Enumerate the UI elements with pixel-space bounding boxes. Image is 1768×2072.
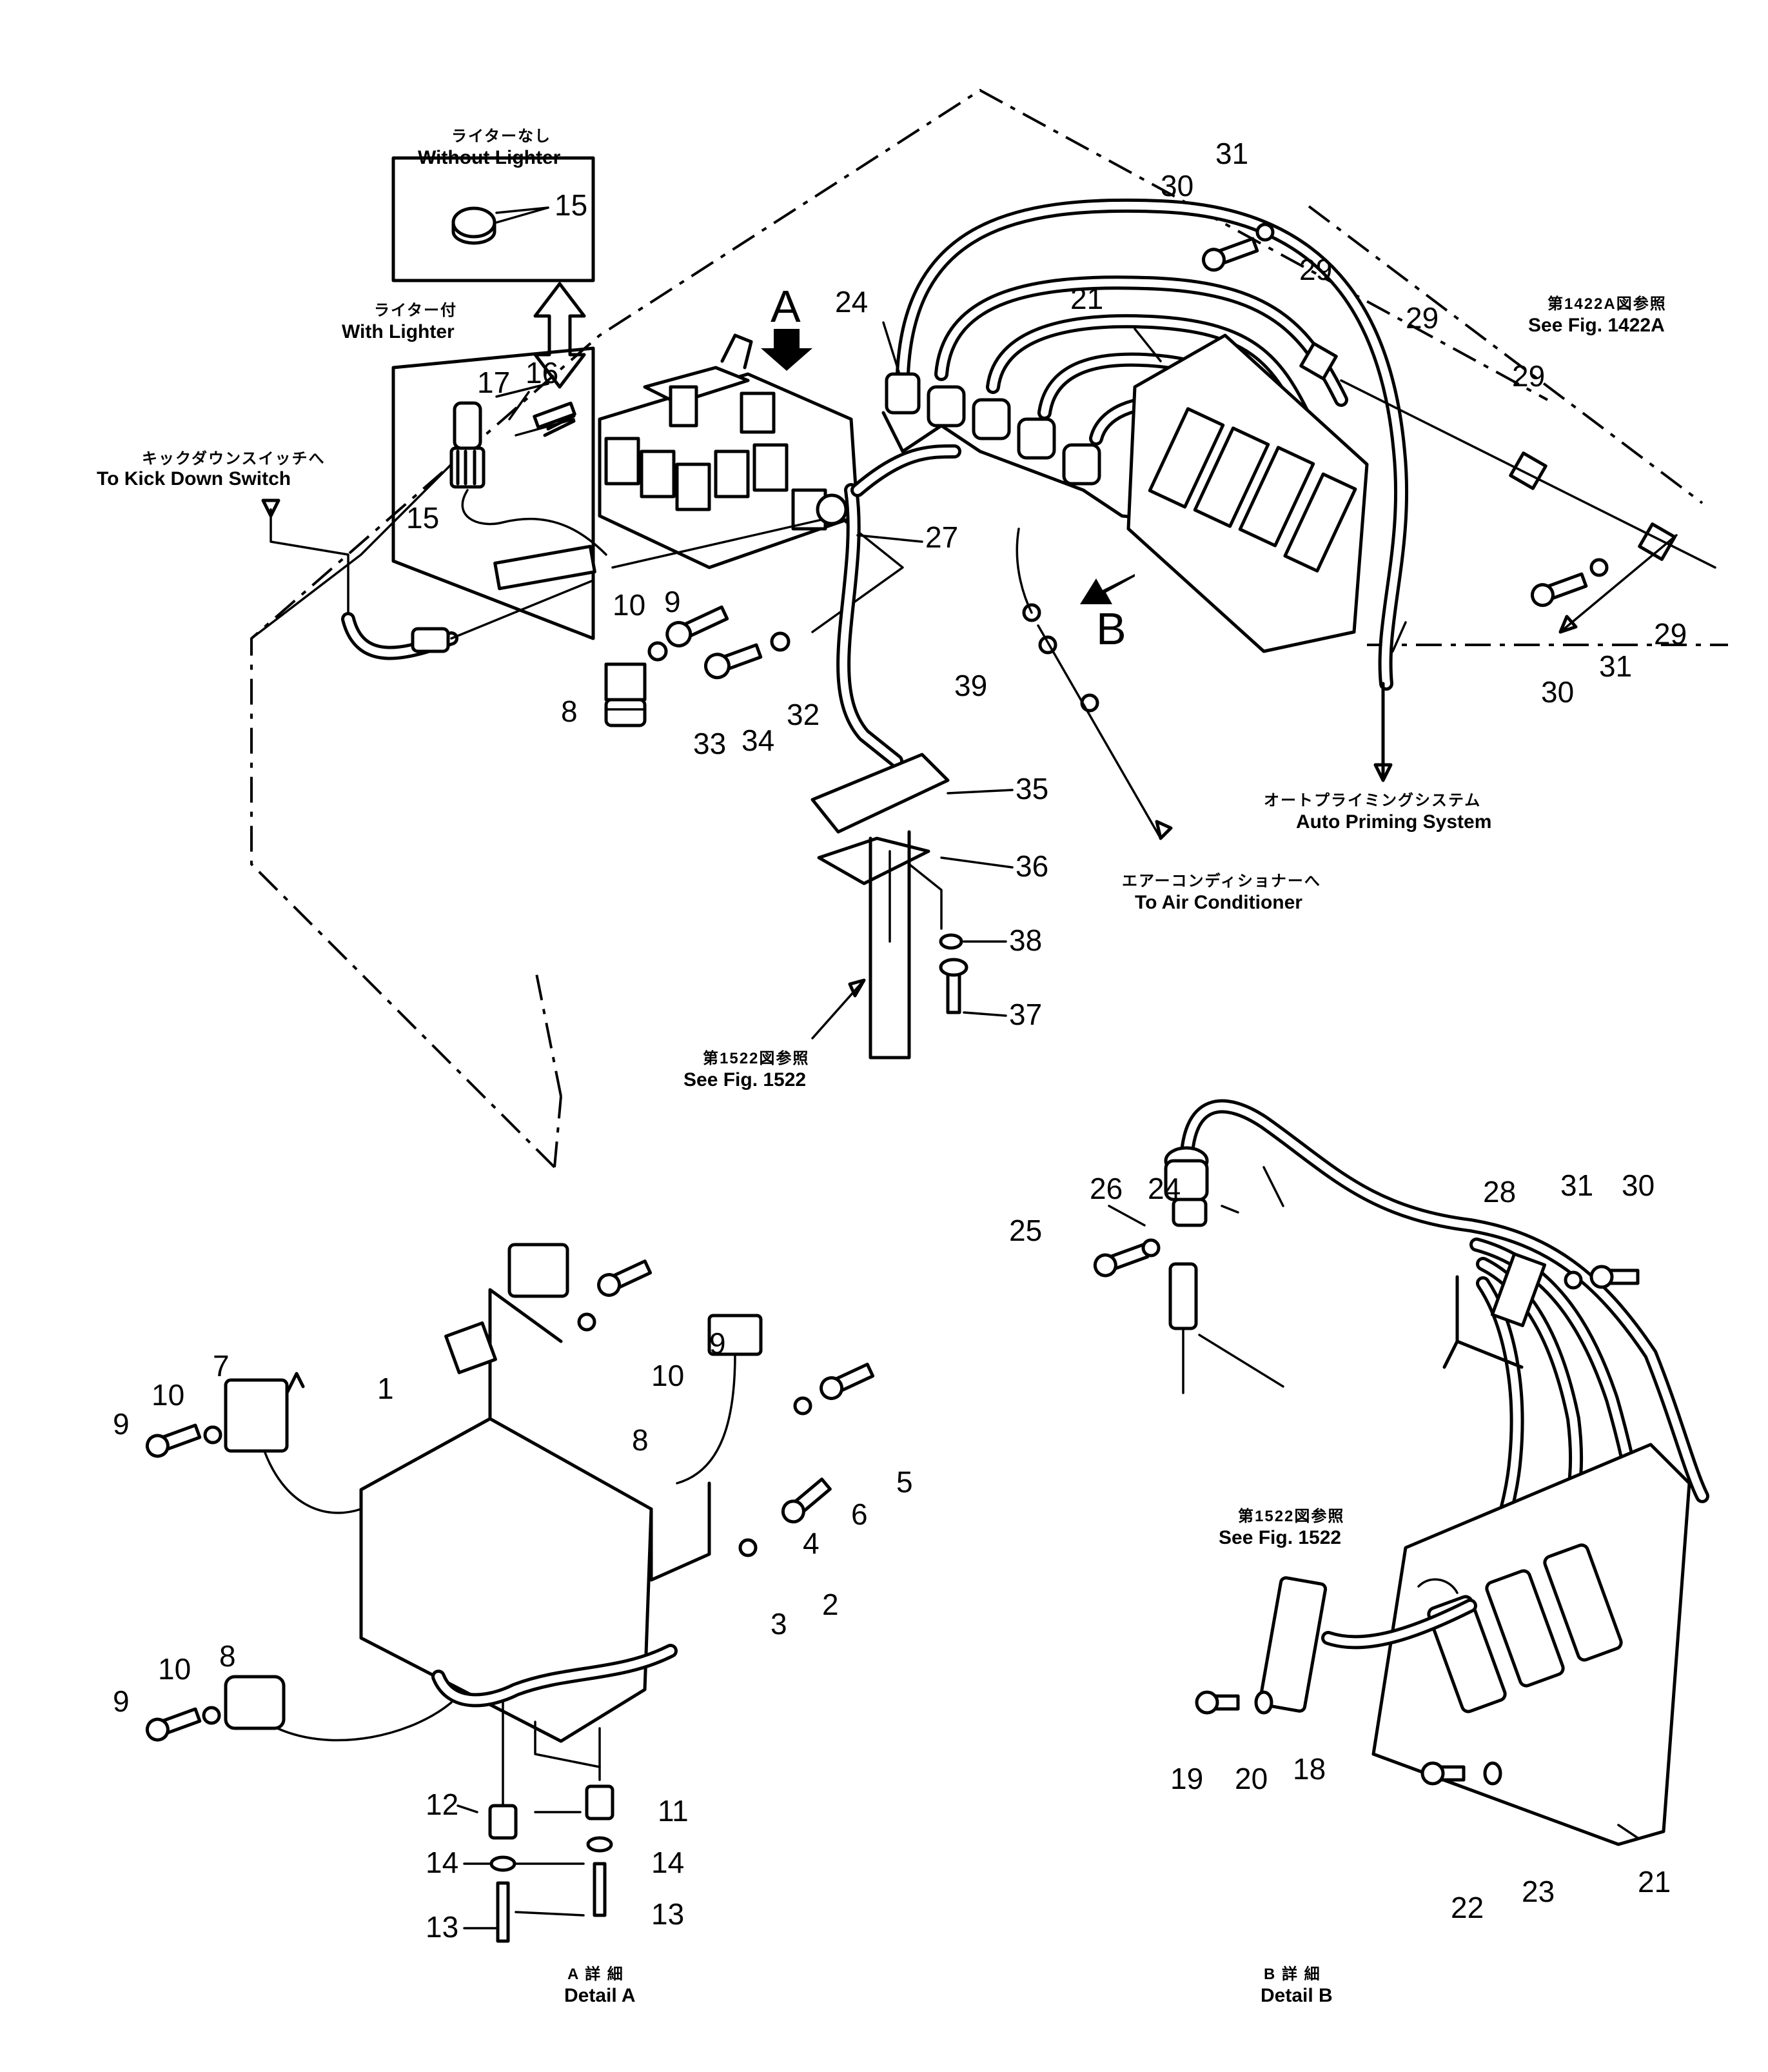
cab-outline: [250, 88, 1728, 1169]
double-arrow: [533, 282, 586, 389]
detail-b-drawing: [1093, 1099, 1709, 1846]
callout-top-29d: 29: [1654, 617, 1687, 651]
callout-top-24: 24: [835, 285, 869, 319]
callout-top-27: 27: [925, 520, 959, 554]
plates-35-36: [810, 753, 968, 1060]
callout-b-30: 30: [1622, 1169, 1655, 1202]
callout-a-3: 3: [771, 1607, 787, 1641]
view-b-label: B: [1096, 604, 1126, 654]
callout-top-15b: 15: [406, 501, 440, 535]
air-con-line: [1037, 534, 1678, 840]
callout-top-21: 21: [1070, 282, 1104, 315]
callout-b-18: 18: [1293, 1752, 1326, 1786]
callout-top-17: 17: [477, 366, 511, 399]
callout-a-10b: 10: [651, 1359, 685, 1392]
panel-21-top: [1126, 333, 1369, 653]
detail-b-caption-jp: B 詳 細: [1264, 1966, 1321, 1983]
callout-a-11: 11: [658, 1794, 689, 1828]
callout-top-36: 36: [1016, 849, 1049, 883]
callout-b-23: 23: [1522, 1875, 1555, 1908]
callout-a-9c: 9: [113, 1684, 130, 1718]
callout-top-35: 35: [1016, 772, 1049, 805]
callout-a-4: 4: [803, 1526, 820, 1560]
callout-top-8: 8: [561, 695, 578, 728]
see-fig-1422a-label-en: See Fig. 1422A: [1528, 315, 1665, 336]
callout-b-25: 25: [1009, 1214, 1043, 1247]
bolts-top: [604, 222, 1609, 727]
callout-top-16: 16: [525, 356, 559, 390]
callout-a-5: 5: [896, 1465, 913, 1499]
callout-a-9a: 9: [113, 1407, 130, 1441]
callout-top-34: 34: [742, 724, 775, 757]
callout-b-28: 28: [1483, 1175, 1517, 1209]
view-arrows: [761, 329, 1135, 604]
callout-a-14b: 14: [426, 1846, 459, 1879]
auto-priming-label-jp: オートプライミングシステム: [1264, 792, 1482, 809]
callout-top-38: 38: [1009, 923, 1043, 957]
detail-a-caption-en: Detail A: [564, 1985, 636, 2006]
callout-a-13b: 13: [426, 1910, 459, 1944]
callout-top-39: 39: [954, 669, 988, 702]
callout-top-29a: 29: [1299, 253, 1333, 286]
callout-b-22: 22: [1451, 1891, 1484, 1924]
kick-down-label-jp: キックダウンスイッチへ: [142, 450, 326, 468]
view-a-label: A: [771, 281, 801, 331]
callout-a-1: 1: [377, 1372, 394, 1405]
callout-top-29b: 29: [1406, 301, 1439, 335]
callout-a-10c: 10: [158, 1652, 192, 1686]
with-lighter-label-en: With Lighter: [342, 321, 455, 342]
callout-top-10: 10: [613, 588, 646, 622]
callout-a-9b: 9: [709, 1327, 726, 1360]
detail-b-see-fig-1522-label-en: See Fig. 1522: [1219, 1527, 1342, 1548]
with-lighter-label-jp: ライター付: [374, 302, 458, 319]
callout-top-33: 33: [693, 727, 727, 760]
callout-top-32: 32: [787, 698, 820, 731]
callout-a-8b: 8: [219, 1639, 236, 1673]
callout-b-24: 24: [1148, 1172, 1181, 1205]
callout-b-21: 21: [1638, 1865, 1671, 1899]
callout-top-37: 37: [1009, 998, 1043, 1031]
with-lighter-box: [391, 346, 607, 640]
leader-lines: [457, 206, 1639, 1929]
see-fig-1522-label-jp: 第1522図参照: [703, 1050, 810, 1067]
callout-top-30b: 30: [1541, 675, 1575, 709]
without-lighter-box: [391, 156, 595, 282]
callout-a-12: 12: [426, 1788, 459, 1821]
detail-b-caption-en: Detail B: [1261, 1985, 1333, 2006]
see-fig-1422a-label-jp: 第1422A図参照: [1547, 295, 1667, 313]
without-lighter-label-jp: ライターなし: [451, 128, 552, 145]
relay-block: [598, 333, 904, 633]
callout-top-9: 9: [664, 585, 681, 618]
callout-b-31: 31: [1560, 1169, 1594, 1202]
callout-a-10a: 10: [152, 1378, 185, 1412]
clamps-29: [1299, 342, 1716, 569]
auto-priming-label-en: Auto Priming System: [1296, 811, 1492, 833]
kick-down-label-en: To Kick Down Switch: [97, 468, 291, 489]
air-con-label-en: To Air Conditioner: [1135, 892, 1302, 913]
kick-down-wire: [261, 498, 594, 660]
air-con-label-jp: エアーコンディショナーへ: [1122, 873, 1321, 890]
callout-top-30a: 30: [1161, 169, 1194, 202]
callout-a-7: 7: [213, 1349, 230, 1383]
callout-b-20: 20: [1235, 1762, 1268, 1795]
callout-top-31a: 31: [1215, 137, 1249, 170]
detail-b-see-fig-1522-label-jp: 第1522図参照: [1238, 1508, 1345, 1525]
without-lighter-label-en: Without Lighter: [418, 147, 561, 168]
callout-a-2: 2: [822, 1588, 839, 1621]
callout-top-31b: 31: [1599, 649, 1633, 683]
callout-b-19: 19: [1170, 1762, 1204, 1795]
detail-a-drawing: [145, 1243, 875, 1943]
callout-a-13a: 13: [651, 1897, 685, 1931]
callout-top-29c: 29: [1512, 359, 1546, 393]
callout-b-26: 26: [1090, 1172, 1123, 1205]
see-fig-1522-label-en: See Fig. 1522: [683, 1069, 807, 1090]
connectors: [881, 372, 1182, 524]
callout-a-14a: 14: [651, 1846, 685, 1879]
callout-a-8a: 8: [632, 1423, 649, 1457]
callout-a-6: 6: [851, 1497, 868, 1531]
detail-a-caption-jp: A 詳 細: [567, 1966, 624, 1983]
callout-top-15a: 15: [555, 188, 588, 222]
